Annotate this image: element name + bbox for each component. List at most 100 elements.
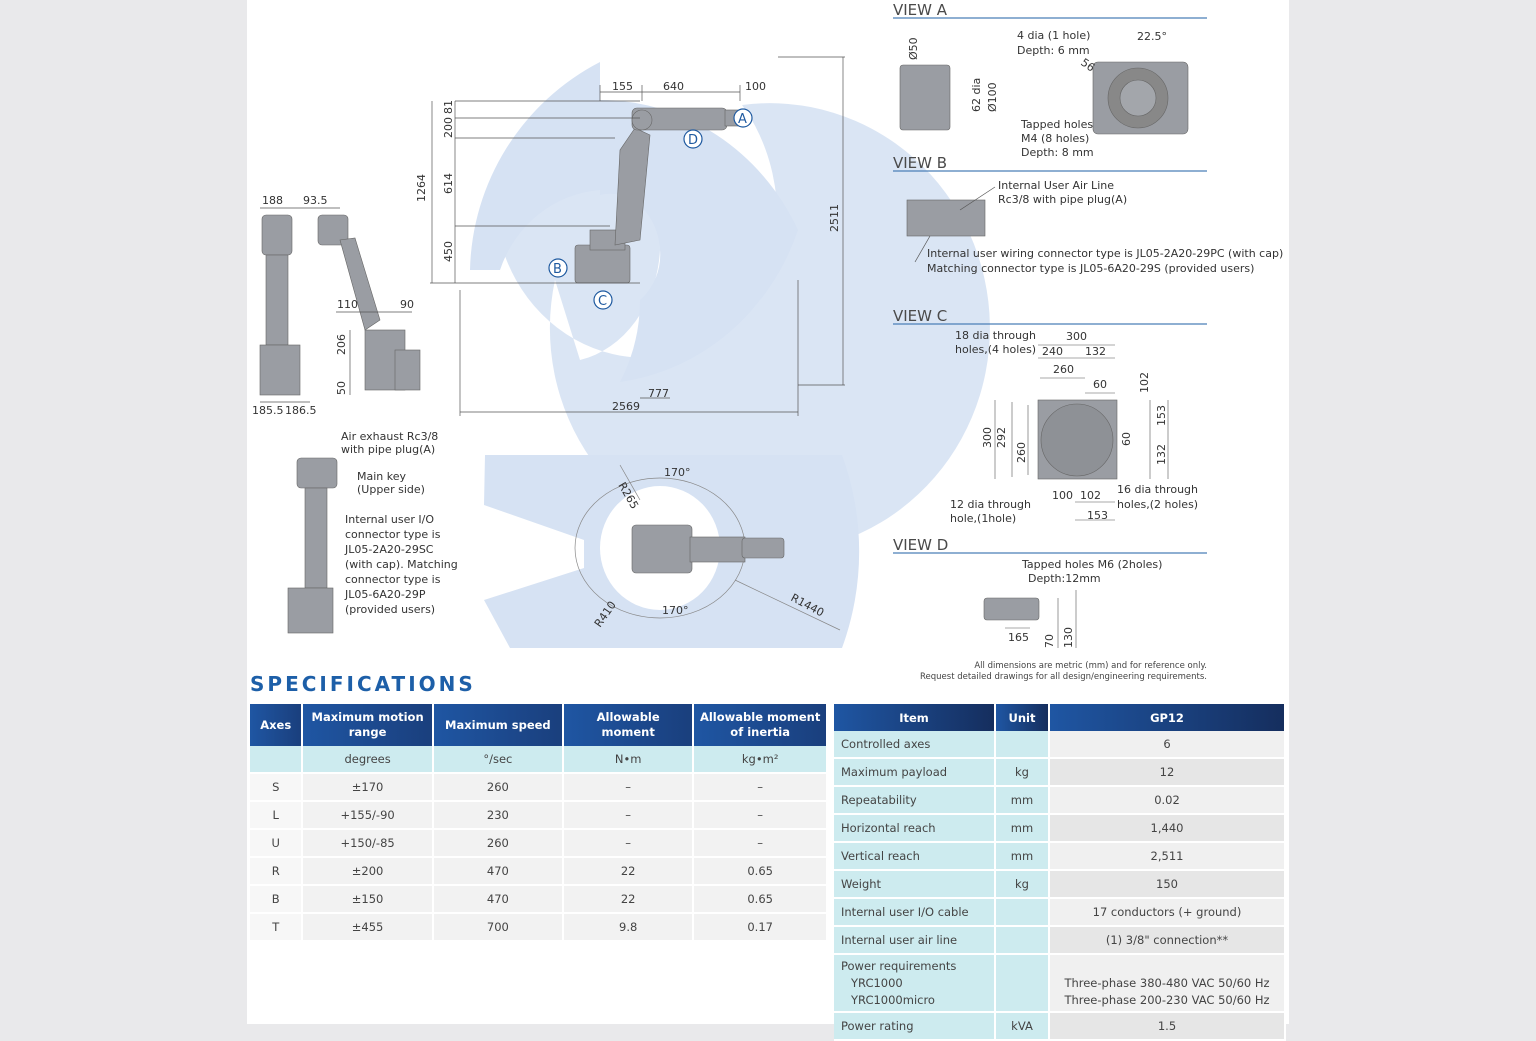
inertia-cell: – — [693, 773, 828, 802]
view-c-h12-2: hole,(1hole) — [950, 512, 1016, 525]
power-value-2: Three-phase 200-230 VAC 50/60 Hz — [1064, 993, 1270, 1007]
note-io-3: JL05-2A20-29SC — [344, 543, 434, 556]
view-c-300-left: 300 — [981, 427, 994, 448]
moment-cell: 22 — [562, 885, 695, 914]
footnote-1: All dimensions are metric (mm) and for r… — [974, 661, 1207, 670]
view-c-132-right: 132 — [1155, 444, 1168, 465]
view-c-153-bottom: 153 — [1087, 509, 1108, 522]
view-d-130: 130 — [1062, 627, 1075, 648]
value-cell: 150 — [1049, 870, 1286, 899]
speed-cell: 230 — [432, 801, 564, 830]
unit-cell: °/sec — [432, 746, 564, 774]
item-cell: Internal user air line — [834, 926, 996, 955]
power-sub-yrc1000micro: YRC1000micro — [851, 992, 935, 1007]
view-a-dia62: 62 dia — [970, 78, 983, 112]
item-cell: Internal user I/O cable — [834, 898, 996, 927]
view-a-title: VIEW A — [893, 1, 948, 19]
range-cell: ±455 — [302, 913, 434, 942]
view-a-hole-2: Depth: 6 mm — [1017, 44, 1090, 57]
speed-cell: 260 — [432, 773, 564, 802]
axes-header-speed: Maximum speed — [432, 704, 564, 746]
speed-cell: 470 — [432, 885, 564, 914]
view-d-title: VIEW D — [893, 536, 948, 554]
unit-cell — [995, 926, 1050, 955]
dim-155: 155 — [612, 80, 633, 93]
table-row: U +150/-85 260 – – — [250, 829, 828, 858]
dim-200: 200 — [442, 117, 455, 138]
robot-top-view — [631, 524, 785, 574]
unit-cell: degrees — [302, 746, 434, 774]
view-c-h18-2: holes,(4 holes) — [955, 343, 1036, 356]
power-sub-yrc1000: YRC1000 — [851, 975, 903, 990]
dim-777: 777 — [648, 387, 669, 400]
dim-170-top: 170° — [664, 466, 691, 479]
range-cell: +150/-85 — [302, 829, 434, 858]
view-c-h16-1: 16 dia through — [1117, 483, 1198, 496]
moment-cell: 9.8 — [562, 913, 695, 942]
table-row: S ±170 260 – – — [250, 773, 828, 802]
power-item-label: Power requirements — [841, 958, 957, 973]
axis-cell: S — [250, 773, 304, 802]
table-row: B ±150 470 22 0.65 — [250, 885, 828, 914]
unit-cell: mm — [995, 786, 1050, 815]
view-c-132-top: 132 — [1085, 345, 1106, 358]
marker-b: B — [553, 262, 562, 277]
view-c-102-bottom: 102 — [1080, 489, 1101, 502]
unit-cell: mm — [995, 814, 1050, 843]
dim-188: 188 — [262, 194, 283, 207]
axes-header-range: Maximum motion range — [302, 704, 434, 746]
value-cell: 6 — [1049, 731, 1286, 759]
table-row: Internal user air line (1) 3/8" connectio… — [834, 926, 1286, 955]
dim-450: 450 — [442, 241, 455, 262]
note-air-2: with pipe plug(A) — [341, 443, 435, 456]
value-cell: 17 conductors (+ ground) — [1049, 898, 1286, 927]
view-c-60-right: 60 — [1120, 432, 1133, 446]
dim-110: 110 — [337, 298, 358, 311]
unit-cell: kVA — [995, 1012, 1050, 1041]
axis-cell: T — [250, 913, 304, 942]
view-b-title: VIEW B — [893, 154, 947, 172]
item-cell: Weight — [834, 870, 996, 899]
view-c-title: VIEW C — [893, 307, 947, 325]
inertia-cell: – — [693, 829, 828, 858]
view-d-70: 70 — [1043, 634, 1056, 648]
marker-c: C — [598, 294, 607, 309]
dim-90: 90 — [400, 298, 414, 311]
view-b: VIEW B Internal User Air Line Rc3/8 with… — [893, 154, 1283, 275]
view-a-tap-3: Depth: 8 mm — [1021, 146, 1094, 159]
view-a: VIEW A Ø50 62 dia Ø100 4 dia (1 hole) De… — [893, 1, 1207, 159]
view-d-tap-1: Tapped holes M6 (2holes) — [1021, 558, 1162, 571]
note-io-4: (with cap). Matching — [345, 558, 458, 571]
note-io-5: connector type is — [345, 573, 441, 586]
power-value-cell: Three-phase 380-480 VAC 50/60 Hz Three-p… — [1049, 954, 1286, 1013]
note-key-1: Main key — [357, 470, 407, 483]
dim-185-5: 185.5 — [252, 404, 284, 417]
marker-a: A — [738, 112, 747, 127]
range-cell: +155/-90 — [302, 801, 434, 830]
item-cell: Horizontal reach — [834, 814, 996, 843]
range-cell: ±200 — [302, 857, 434, 886]
unit-cell: kg•m² — [693, 746, 828, 774]
inertia-cell: 0.65 — [693, 857, 828, 886]
view-c-60-top: 60 — [1093, 378, 1107, 391]
main-robot-side — [574, 107, 740, 284]
value-cell: (1) 3/8" connection** — [1049, 926, 1286, 955]
axes-header-inertia: Allowable moment of inertia — [693, 704, 828, 746]
dim-50: 50 — [335, 381, 348, 395]
view-c-100: 100 — [1052, 489, 1073, 502]
marker-d: D — [688, 133, 698, 148]
value-cell: 1.5 — [1049, 1012, 1286, 1041]
view-c-h16-2: holes,(2 holes) — [1117, 498, 1198, 511]
view-c-260-left: 260 — [1015, 442, 1028, 463]
technical-drawing: 155 640 100 81 200 1264 614 450 2511 777… — [252, 1, 1283, 670]
axis-cell: R — [250, 857, 304, 886]
view-a-hole-1: 4 dia (1 hole) — [1017, 29, 1090, 42]
view-a-tap-2: M4 (8 holes) — [1021, 132, 1089, 145]
note-air-1: Air exhaust Rc3/8 — [341, 430, 438, 443]
